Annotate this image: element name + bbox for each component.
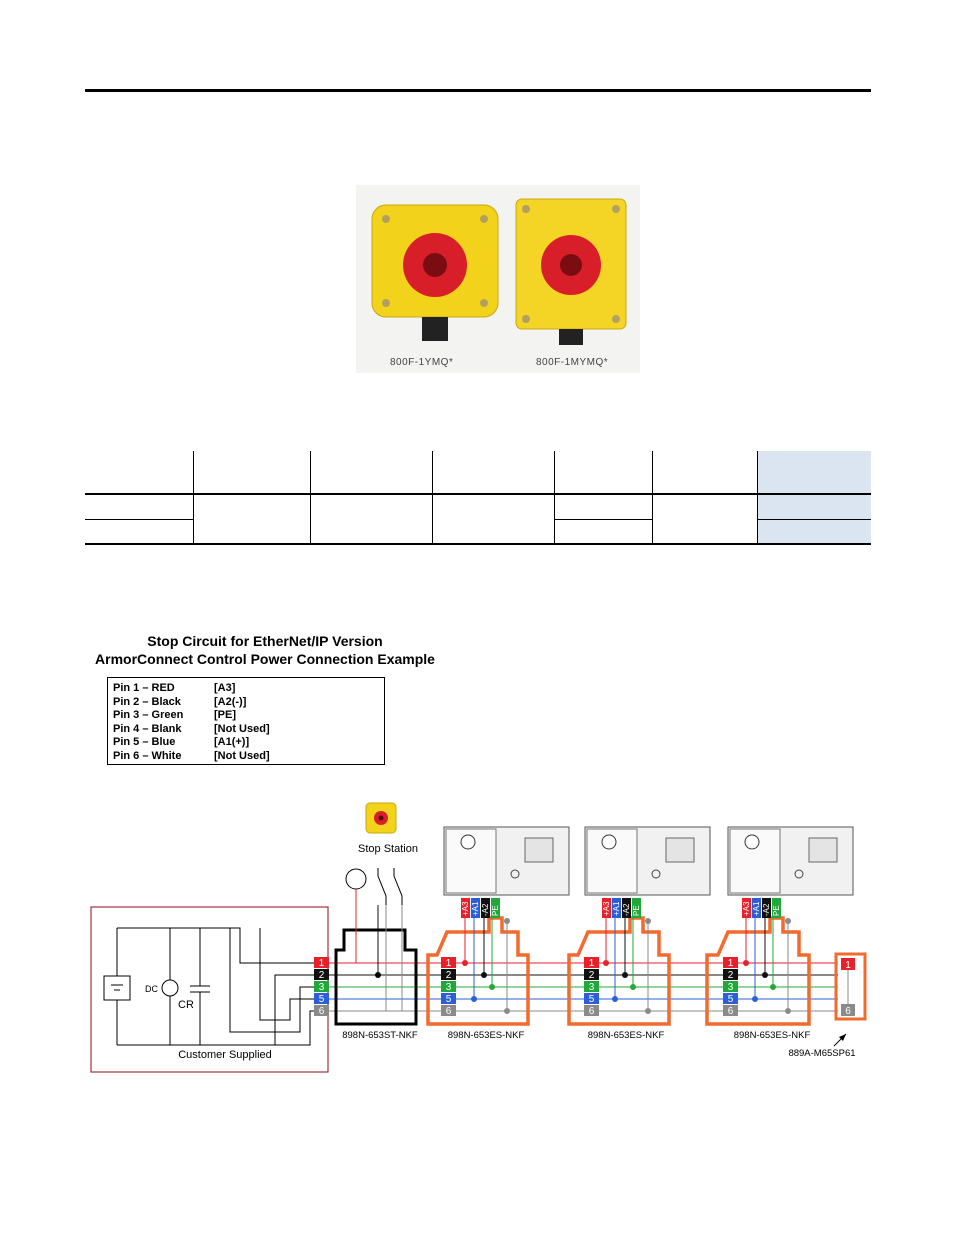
photo-caption-left: 800F-1YMQ* xyxy=(390,357,453,368)
terminator-label: 889A-M65SP61 xyxy=(788,1048,855,1059)
pin-value: [A1(+)] xyxy=(214,736,250,748)
svg-text:-A2: -A2 xyxy=(622,903,631,916)
armor-starter-device-3: +A3 +A1 -A2 PE xyxy=(727,826,854,918)
cr-label: CR xyxy=(178,999,194,1011)
svg-text:+A1: +A1 xyxy=(752,901,761,916)
svg-text:1: 1 xyxy=(728,958,734,969)
pin-value: [A3] xyxy=(214,682,236,694)
dc-label: DC xyxy=(145,984,158,994)
figure-title-line-2: ArmorConnect Control Power Connection Ex… xyxy=(95,651,435,667)
pin-name: Pin 4 – Blank xyxy=(113,722,182,735)
es-module-1: 1 2 3 5 6 xyxy=(426,916,530,1026)
svg-text:6: 6 xyxy=(845,1006,851,1017)
es-module-3: 1 2 3 5 6 xyxy=(705,916,811,1026)
pin-legend: Pin 1 – RED [A3] Pin 2 – Black [A2(-)] Pin… xyxy=(107,677,385,765)
svg-text:2: 2 xyxy=(319,970,325,981)
indicator-lamp-icon xyxy=(345,868,367,890)
svg-text:1: 1 xyxy=(589,958,595,969)
pin-name: Pin 2 – Black xyxy=(113,695,181,708)
svg-text:-A2: -A2 xyxy=(481,903,490,916)
table-cell-highlight xyxy=(757,495,871,519)
svg-text:PE: PE xyxy=(772,905,781,916)
svg-text:PE: PE xyxy=(491,905,500,916)
svg-text:2: 2 xyxy=(446,970,452,981)
pin-name: Pin 6 – White xyxy=(113,749,182,762)
svg-text:-A2: -A2 xyxy=(762,903,771,916)
svg-text:3: 3 xyxy=(319,982,325,993)
es-module-label: 898N-653ES-NKF xyxy=(448,1030,525,1041)
svg-text:+A3: +A3 xyxy=(602,901,611,916)
st-tee-connector xyxy=(334,928,418,1026)
customer-supplied-box xyxy=(90,906,329,1073)
wiring-diagram: Customer Supplied DC CR 1 2 3 5 6 Stop S… xyxy=(90,802,867,1073)
table-rule xyxy=(85,519,193,520)
pin-name: Pin 5 – Blue xyxy=(113,736,176,748)
pin-value: [Not Used] xyxy=(214,749,270,762)
svg-text:PE: PE xyxy=(632,905,641,916)
customer-terminal-block: 1 2 3 5 6 xyxy=(314,957,329,1017)
svg-text:2: 2 xyxy=(728,970,734,981)
svg-text:5: 5 xyxy=(319,994,325,1005)
table-rule xyxy=(554,519,652,520)
battery-icon xyxy=(103,928,131,1045)
pin-value: [A2(-)] xyxy=(214,695,247,708)
es-module-label: 898N-653ES-NKF xyxy=(588,1030,665,1041)
estop-stations-image: 800F-1YMQ* 800F-1MYMQ* xyxy=(371,198,627,368)
svg-text:6: 6 xyxy=(446,1006,452,1017)
header-rule xyxy=(85,89,871,92)
table-rule xyxy=(85,493,871,495)
svg-text:2: 2 xyxy=(589,970,595,981)
svg-text:3: 3 xyxy=(446,982,452,993)
svg-text:+A1: +A1 xyxy=(471,901,480,916)
svg-text:1: 1 xyxy=(446,958,452,969)
svg-text:6: 6 xyxy=(728,1006,734,1017)
pin-value: [PE] xyxy=(214,709,236,721)
table-cell-highlight xyxy=(757,520,871,543)
armor-starter-device-1: +A3 +A1 -A2 PE xyxy=(443,826,570,918)
figure-title-line-1: Stop Circuit for EtherNet/IP Version xyxy=(147,633,383,649)
svg-text:1: 1 xyxy=(319,958,325,969)
photo-caption-right: 800F-1MYMQ* xyxy=(536,357,608,368)
svg-text:6: 6 xyxy=(589,1006,595,1017)
svg-text:6: 6 xyxy=(319,1006,325,1017)
stop-station-label: Stop Station xyxy=(358,843,418,855)
dc-source-icon xyxy=(161,979,179,997)
cr-coil-icon xyxy=(190,928,210,1045)
st-module-label: 898N-653ST-NKF xyxy=(342,1030,418,1041)
armor-starter-device-2: +A3 +A1 -A2 PE xyxy=(584,826,711,918)
es-module-2: 1 2 3 5 6 xyxy=(567,916,671,1026)
svg-text:3: 3 xyxy=(589,982,595,993)
product-photo: 800F-1YMQ* 800F-1MYMQ* xyxy=(356,185,640,373)
svg-text:5: 5 xyxy=(589,994,595,1005)
svg-text:5: 5 xyxy=(728,994,734,1005)
es-module-label: 898N-653ES-NKF xyxy=(734,1030,811,1041)
terminator-plug: 1 6 xyxy=(834,952,867,1021)
figure-title: Stop Circuit for EtherNet/IP Version Arm… xyxy=(85,632,445,668)
table-rule xyxy=(757,519,871,520)
customer-supplied-label: Customer Supplied xyxy=(178,1049,272,1061)
table-rule xyxy=(85,543,871,545)
pin-name: Pin 3 – Green xyxy=(113,709,184,721)
stop-station-icon xyxy=(365,802,397,834)
pin-value: [Not Used] xyxy=(214,722,270,735)
table-header-highlight xyxy=(757,451,871,493)
svg-text:+A3: +A3 xyxy=(742,901,751,916)
pin-name: Pin 1 – RED xyxy=(113,682,175,694)
svg-text:1: 1 xyxy=(845,960,851,971)
spec-table xyxy=(85,451,871,545)
svg-text:5: 5 xyxy=(446,994,452,1005)
svg-text:3: 3 xyxy=(728,982,734,993)
svg-text:+A3: +A3 xyxy=(461,901,470,916)
svg-text:+A1: +A1 xyxy=(612,901,621,916)
